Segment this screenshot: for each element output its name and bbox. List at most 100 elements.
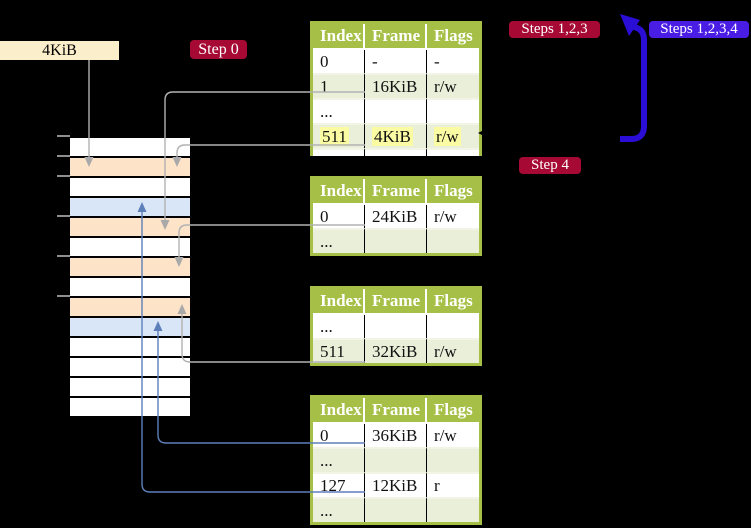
- table-cell: 0: [313, 50, 365, 73]
- page-table-2: Index Frame Flags 0 24KiB r/w ...: [310, 176, 482, 256]
- table-cell: 127: [313, 472, 365, 497]
- col-header-index: Index: [313, 24, 365, 50]
- highlighted-value: 4KiB: [372, 126, 413, 146]
- table-cell: [365, 497, 427, 522]
- table-cell: ...: [313, 98, 365, 123]
- table-cell: [365, 315, 427, 338]
- memory-frame-row-white: [70, 358, 190, 378]
- col-header-index: Index: [313, 398, 365, 424]
- table-cell: [365, 228, 427, 253]
- table-row: 0 24KiB r/w: [313, 205, 479, 228]
- table-row: ...: [313, 497, 479, 522]
- table-cell: 1: [313, 73, 365, 98]
- page-table-4: Index Frame Flags 0 36KiB r/w ... 127 12…: [310, 395, 482, 525]
- table-cell: ...: [313, 228, 365, 253]
- table-cell: 12KiB: [365, 472, 427, 497]
- table-cell: ...: [313, 447, 365, 472]
- memory-frame-row-blue: [70, 318, 190, 338]
- table-cell: 511: [313, 123, 365, 148]
- table-cell: r/w: [427, 73, 479, 98]
- col-header-flags: Flags: [427, 24, 479, 50]
- step-4-badge: Step 4: [519, 157, 581, 174]
- physical-memory-strip: [70, 136, 190, 419]
- table-row: 1 16KiB r/w: [313, 73, 479, 98]
- memory-boundary-tick: [57, 135, 70, 137]
- table-cell: r/w: [434, 425, 457, 445]
- table-cell: [427, 447, 479, 472]
- table-cell: [427, 98, 479, 123]
- table-row: [313, 148, 479, 156]
- memory-frame-row-peach: [70, 158, 190, 178]
- table-cell: -: [365, 50, 427, 73]
- table-cell: [313, 148, 365, 156]
- table-cell: r: [427, 472, 479, 497]
- table-cell: 16KiB: [365, 73, 427, 98]
- table-cell: [365, 447, 427, 472]
- page-table-3: Index Frame Flags ... 511 32KiB r/w: [310, 286, 482, 366]
- memory-frame-row-white: [70, 238, 190, 258]
- steps-1234-badge: Steps 1,2,3,4: [649, 21, 749, 38]
- frame-size-label: 4KiB: [0, 41, 119, 60]
- table-cell: [427, 497, 479, 522]
- table-cell: -: [434, 51, 440, 71]
- highlighted-value: 511: [320, 126, 349, 146]
- memory-frame-row-white: [70, 138, 190, 158]
- memory-frame-row-peach: [70, 258, 190, 278]
- table-cell: 0: [313, 205, 365, 228]
- col-header-frame: Frame: [365, 179, 427, 205]
- memory-boundary-tick: [57, 175, 70, 177]
- step-0-badge: Step 0: [190, 40, 247, 59]
- memory-frame-row-white: [70, 278, 190, 298]
- col-header-frame: Frame: [365, 24, 427, 50]
- col-header-flags: Flags: [427, 289, 479, 315]
- table-cell: 4KiB: [365, 123, 427, 148]
- table-row: 0 - -: [313, 50, 479, 73]
- memory-frame-row-white: [70, 378, 190, 398]
- table-cell: [365, 148, 427, 156]
- col-header-frame: Frame: [365, 289, 427, 315]
- memory-frame-row-white: [70, 338, 190, 358]
- table-cell: 32KiB: [365, 338, 427, 363]
- table-cell: [365, 98, 427, 123]
- table-cell: 511: [313, 338, 365, 363]
- table-cell: r/w: [427, 123, 479, 148]
- col-header-index: Index: [313, 289, 365, 315]
- header-row: Index Frame Flags: [313, 179, 479, 205]
- table-cell: [427, 315, 479, 338]
- header-row: Index Frame Flags: [313, 289, 479, 315]
- steps-loop-arrow: [620, 14, 647, 142]
- table-cell: 36KiB: [365, 424, 427, 447]
- table-cell: ...: [313, 497, 365, 522]
- memory-frame-row-white: [70, 398, 190, 418]
- highlighted-value: r/w: [434, 126, 461, 146]
- col-header-frame: Frame: [365, 398, 427, 424]
- page-table-1-wrap: Index Frame Flags 0 - - 1 16KiB r/w ...: [310, 21, 490, 156]
- col-header-flags: Flags: [427, 398, 479, 424]
- page-table-1: Index Frame Flags 0 - - 1 16KiB r/w ...: [310, 21, 482, 156]
- table-row: ...: [313, 315, 479, 338]
- col-header-index: Index: [313, 179, 365, 205]
- table-row-highlighted: 511 4KiB r/w: [313, 123, 479, 148]
- col-header-flags: Flags: [427, 179, 479, 205]
- table-cell: 0: [313, 424, 365, 447]
- table-row: 511 32KiB r/w: [313, 338, 479, 363]
- table-cell: ...: [313, 315, 365, 338]
- table-cell: r/w: [427, 338, 479, 363]
- table-row: ...: [313, 98, 479, 123]
- memory-boundary-tick: [57, 295, 70, 297]
- table-row: 0 36KiB r/w: [313, 424, 479, 447]
- table-cell: [427, 228, 479, 253]
- memory-boundary-tick: [57, 255, 70, 257]
- table-cell: [427, 148, 479, 156]
- steps-123-badge: Steps 1,2,3: [509, 21, 600, 38]
- header-row: Index Frame Flags: [313, 24, 479, 50]
- table-cell: 24KiB: [365, 205, 427, 228]
- table-row: 127 12KiB r: [313, 472, 479, 497]
- table-row: ...: [313, 228, 479, 253]
- memory-frame-row-white: [70, 178, 190, 198]
- memory-frame-row-peach: [70, 298, 190, 318]
- table-row: ...: [313, 447, 479, 472]
- memory-frame-row-peach: [70, 218, 190, 238]
- memory-boundary-tick: [57, 155, 70, 157]
